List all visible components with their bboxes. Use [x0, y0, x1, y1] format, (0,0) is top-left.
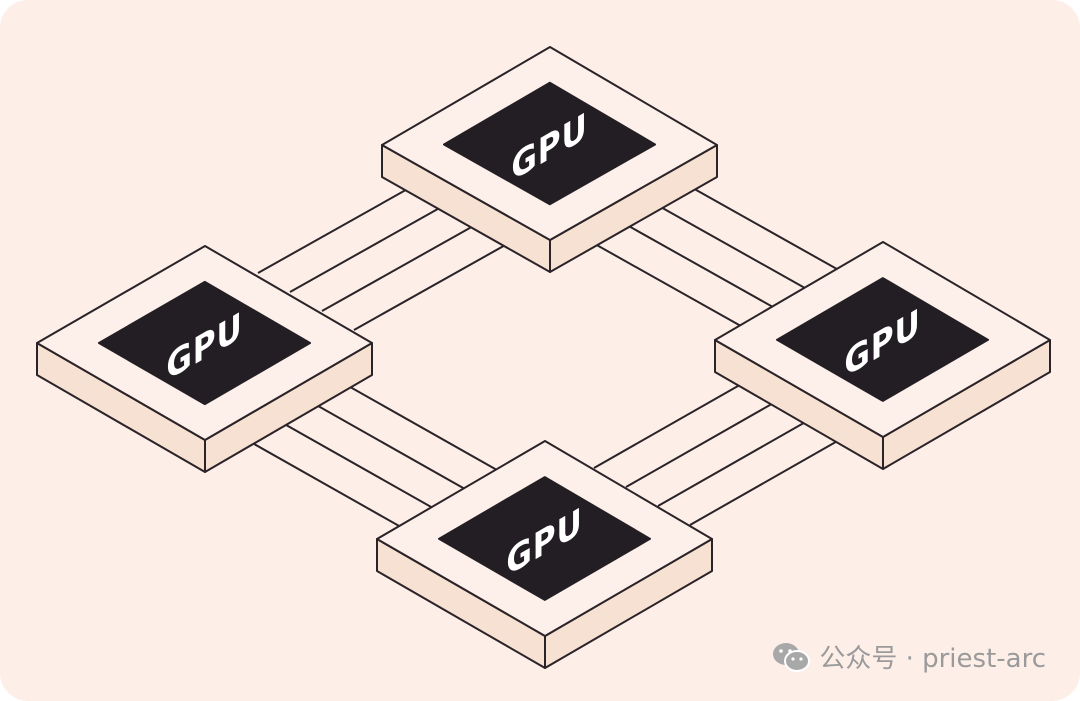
gpu-chip-left: GPU	[36, 245, 373, 473]
link-lane	[593, 377, 753, 469]
link-lane	[681, 181, 845, 274]
link-left-bottom	[239, 378, 505, 532]
interconnect-links	[239, 181, 849, 532]
link-lane	[625, 396, 785, 488]
link-bottom-right	[593, 377, 849, 526]
link-lane	[289, 200, 453, 293]
link-top-right	[585, 181, 845, 331]
link-lane	[649, 200, 813, 293]
link-lane	[303, 397, 473, 494]
watermark: 公众号 · priest-arc	[771, 638, 1046, 675]
gpu-die	[97, 280, 312, 406]
gpu-chip-right: GPU	[714, 241, 1051, 470]
link-lane	[239, 435, 409, 532]
link-lane	[321, 219, 485, 312]
gpu-die	[437, 476, 652, 601]
link-lane	[657, 415, 817, 507]
link-lane	[617, 219, 781, 312]
link-lane	[335, 378, 505, 475]
gpu-die	[775, 277, 990, 402]
link-lane	[353, 238, 517, 331]
link-lane	[689, 434, 849, 526]
link-lane	[271, 416, 441, 513]
link-left-top	[257, 181, 517, 331]
gpu-chip-bottom: GPU	[376, 440, 713, 669]
link-lane	[257, 181, 421, 274]
link-lane	[585, 238, 749, 331]
watermark-text: 公众号 · priest-arc	[819, 644, 1046, 674]
gpu-die	[442, 81, 657, 206]
gpu-chip-top: GPU	[381, 46, 718, 273]
wechat-icon	[773, 642, 811, 672]
